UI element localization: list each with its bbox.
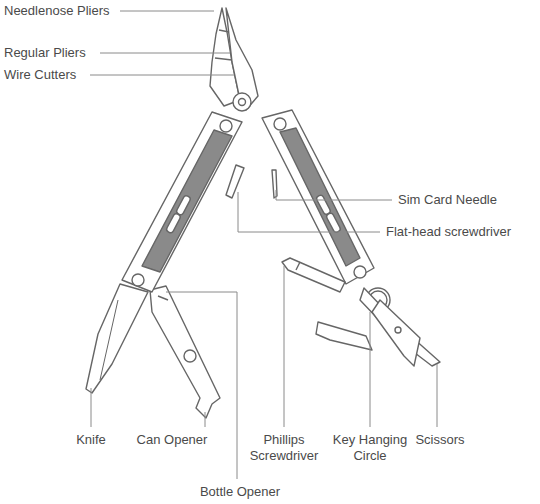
knife-blade: [86, 284, 148, 393]
phillips-screwdriver: [282, 258, 345, 292]
pivot: [233, 93, 251, 111]
part-label: Sim Card Needle: [398, 192, 497, 208]
flat-tool: [316, 322, 372, 350]
part-label: Phillips Screwdriver: [243, 432, 325, 464]
part-label: Key Hanging Circle: [326, 432, 414, 464]
part-label: Regular Pliers: [4, 45, 86, 61]
leader-lines: [90, 11, 437, 479]
part-label: Scissors: [415, 432, 464, 448]
right-handle: [262, 110, 374, 284]
bottle-opener-hole: [184, 350, 196, 362]
plier-jaw: [226, 8, 258, 110]
part-label: Flat-head screwdriver: [386, 224, 511, 240]
part-label: Can Opener: [137, 432, 208, 448]
part-label: Bottle Opener: [200, 484, 280, 500]
part-label: Knife: [76, 432, 106, 448]
can-opener: [150, 286, 220, 418]
scissors-blade: [360, 288, 440, 366]
flat-screwdriver: [226, 165, 244, 198]
part-label: Needlenose Pliers: [4, 3, 110, 19]
left-handle: [122, 112, 242, 292]
part-label: Wire Cutters: [4, 67, 76, 83]
scissors-blade: [372, 300, 420, 366]
